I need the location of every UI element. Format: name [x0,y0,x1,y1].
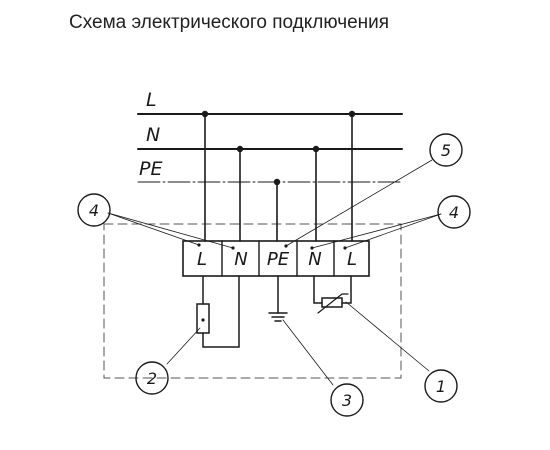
leader-dot [201,318,205,322]
terminal-label-n: N [308,249,321,270]
junction-dot [312,145,320,153]
thermostat-slash [317,293,349,314]
callout-number: 4 [449,203,459,222]
bus-label-l: L [146,89,157,111]
leader-dot [284,244,288,248]
callout-leader-1 [345,301,430,372]
callout-circle [330,383,364,417]
callout-circle [429,133,463,167]
ground-icon [268,312,288,322]
junction-dot [236,145,244,153]
page-title: Схема электрического подключения [69,12,390,33]
callout-number: 2 [147,369,157,388]
thermostat-element [321,297,343,308]
callout-circle [437,195,471,229]
terminal-label-l: L [197,249,207,270]
leader-dot [310,246,314,250]
bus-label-pe: PE [139,158,162,180]
callout-leader-5 [285,159,433,247]
leader-dot [343,246,347,250]
terminal-label-pe: PE [267,249,290,270]
junction-dot [273,178,281,186]
heater-element [196,303,210,334]
junction-dot [348,110,356,118]
terminal-label-l: L [347,249,357,270]
callout-leader-4-right [311,213,442,249]
callout-number: 5 [441,141,451,160]
device-enclosure [103,223,402,379]
junction-dot [201,110,209,118]
callout-leader-2 [166,327,201,365]
callout-leader-4-left [107,212,234,249]
leader-dot [231,246,235,250]
callout-number: 4 [89,201,99,220]
leader-dot [197,243,201,247]
terminal-block [182,240,370,277]
callout-circle [424,369,458,403]
callout-number: 1 [436,377,446,396]
heater-circuit-wire [202,275,240,348]
thermostat-circuit-wire [313,275,352,304]
callout-leader-3 [282,319,334,386]
callout-leader-4-left [107,212,200,246]
callout-number: 3 [342,391,352,410]
callout-circle [135,361,169,395]
terminal-label-n: N [234,249,247,270]
callout-circle [77,193,111,227]
callout-leader-4-right [344,213,442,249]
bus-label-n: N [146,124,160,146]
